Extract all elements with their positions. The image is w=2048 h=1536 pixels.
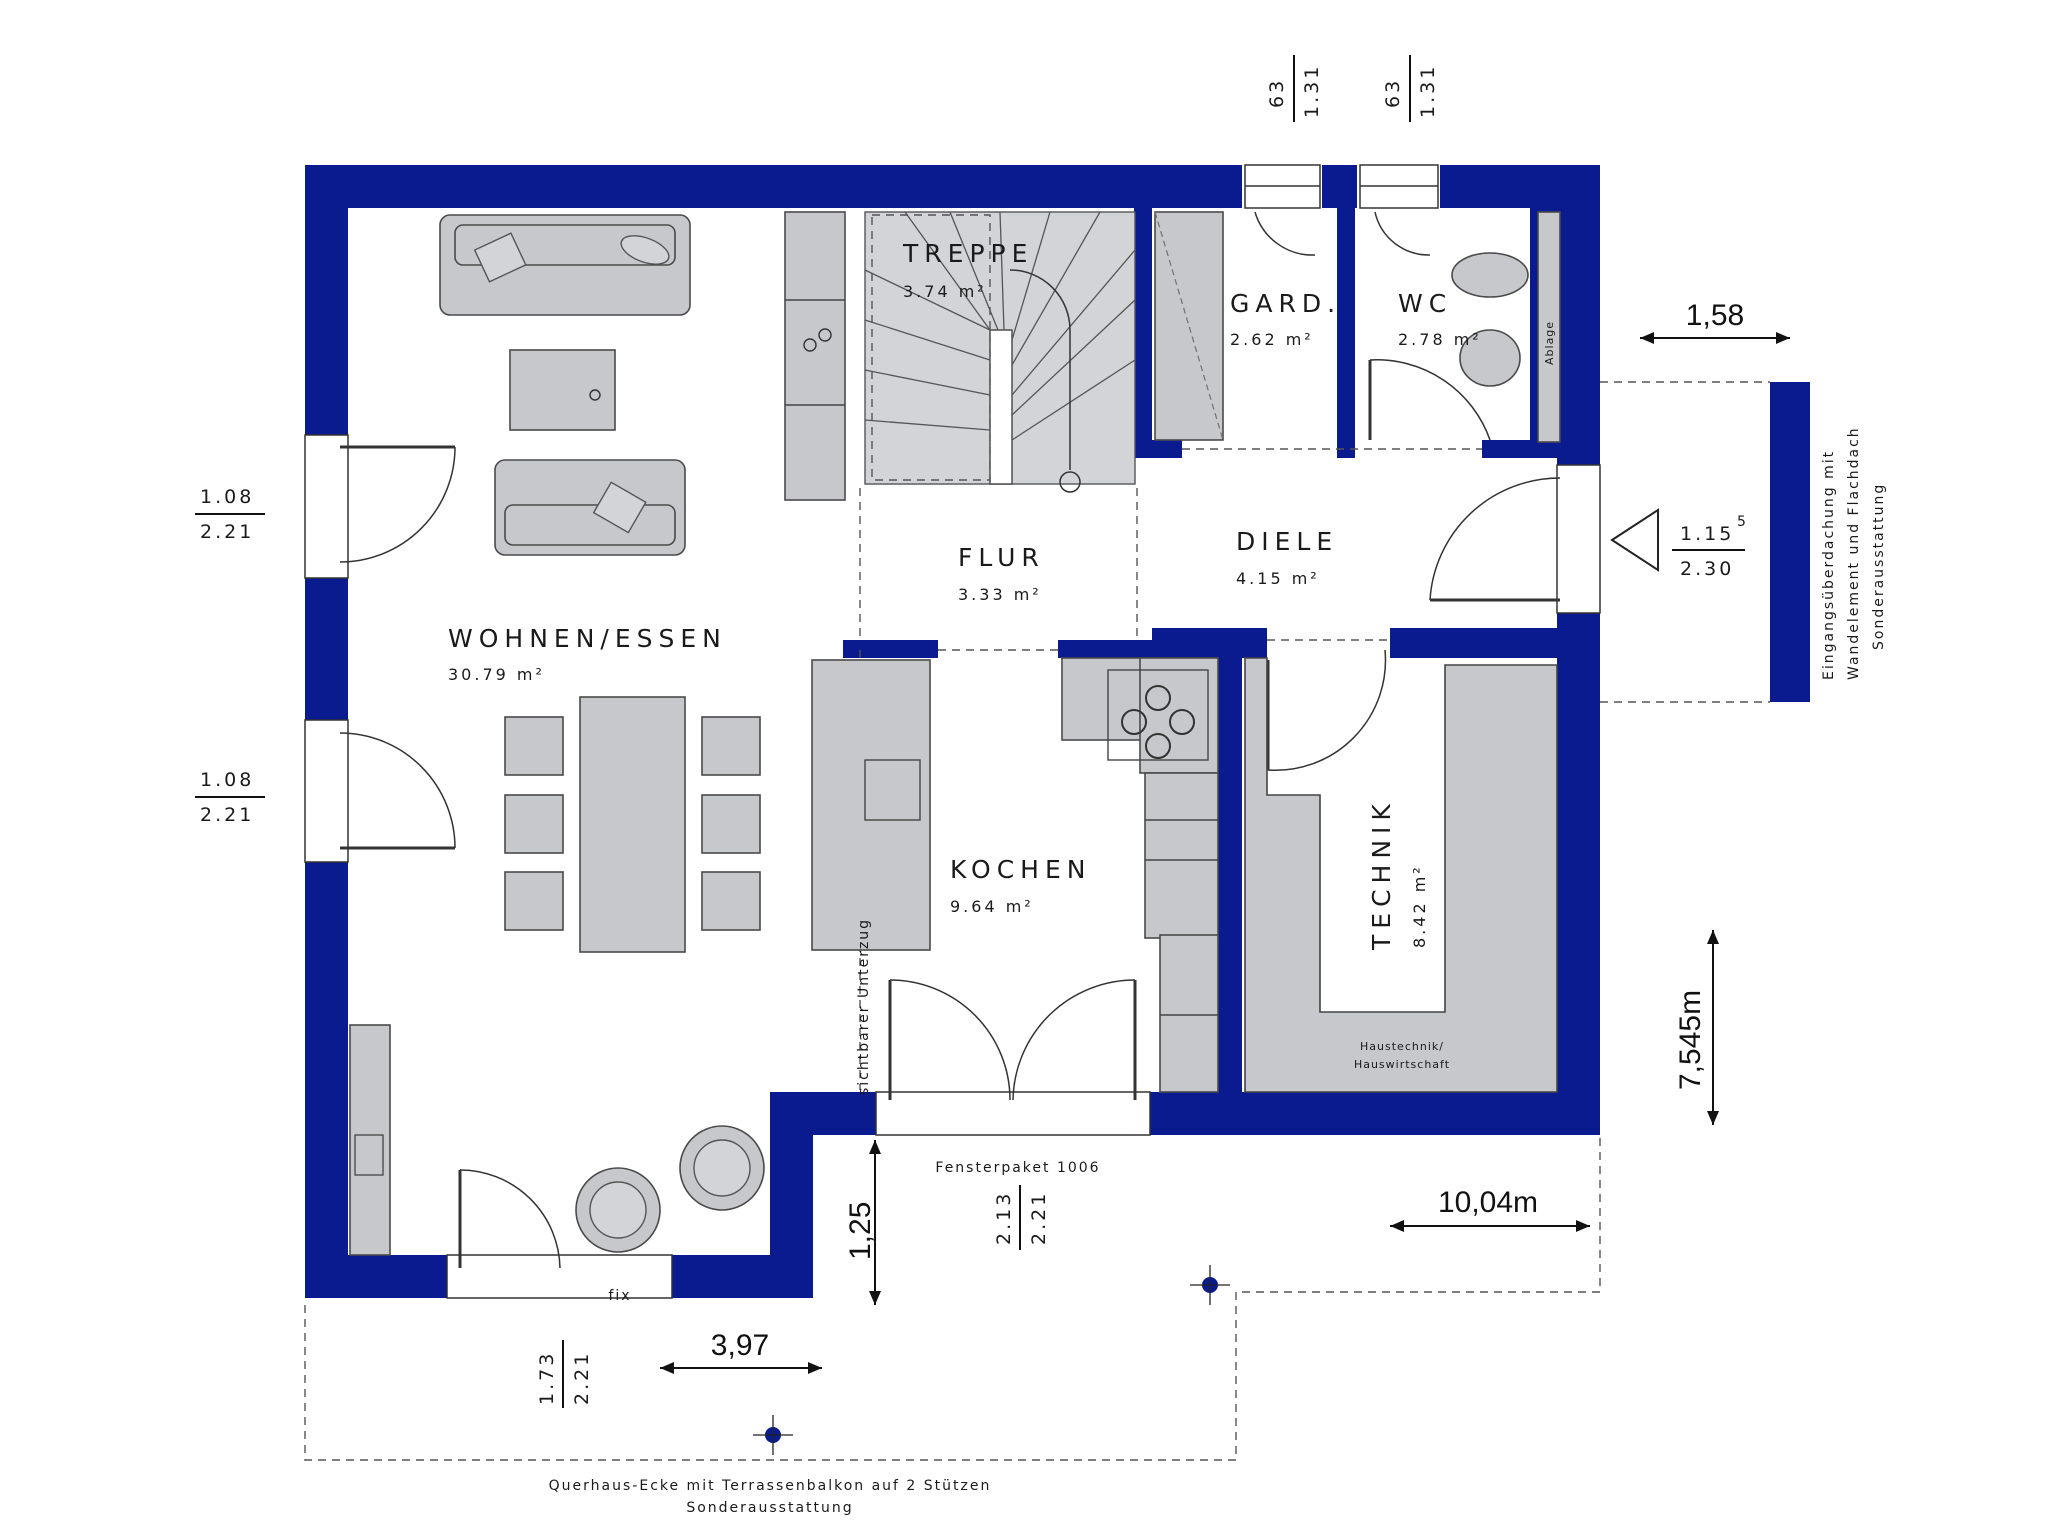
win-top-right-w: 63 [1382, 78, 1404, 108]
dim-width-total: 10,04m [1438, 1186, 1538, 1219]
door-swings [339, 211, 1561, 1269]
kitchen-furniture [811, 657, 1219, 1093]
room-gard-name: GARD. [1230, 289, 1341, 318]
terrace-outline [304, 381, 1770, 1461]
living-furniture [349, 211, 846, 1256]
fensterpaket-label: Fensterpaket 1006 [935, 1160, 1100, 1176]
room-wc-area: 2.78 m² [1398, 330, 1482, 349]
room-diele-area: 4.15 m² [1236, 569, 1320, 588]
canopy-note-1: Eingangsüberdachung mit [1821, 450, 1837, 680]
utility-furniture [1154, 211, 1561, 1093]
win-left-lower-w: 1.08 [200, 769, 254, 791]
room-diele-name: DIELE [1236, 527, 1338, 556]
entry-canopy [1610, 382, 1810, 702]
dim-depth-right: 7,545m [1674, 990, 1707, 1090]
win-left-upper-h: 2.21 [200, 521, 254, 543]
win-front-left-h: 2.21 [571, 1351, 593, 1405]
walls [305, 165, 1600, 1298]
terrace-note-1: Querhaus-Ecke mit Terrassenbalkon auf 2 … [549, 1478, 992, 1494]
room-treppe-area: 3.74 m² [903, 282, 987, 301]
room-wohnen-name: WOHNEN/ESSEN [448, 624, 727, 653]
room-treppe-name: TREPPE [902, 239, 1033, 268]
win-left-upper-w: 1.08 [200, 486, 254, 508]
fix-label: fix [608, 1288, 631, 1304]
win-entry-w-sup: 5 [1737, 514, 1746, 530]
unterzug-label: sichtbarer Unterzug [856, 918, 872, 1095]
room-kochen-area: 9.64 m² [950, 897, 1034, 916]
staircase [864, 211, 1136, 493]
canopy-note-3: Sonderausstattung [1871, 483, 1887, 650]
dim-terrace: 3,97 [711, 1329, 769, 1362]
canopy-note-2: Wandelement und Flachdach [1846, 426, 1862, 680]
room-gard-area: 2.62 m² [1230, 330, 1314, 349]
room-flur-area: 3.33 m² [958, 585, 1042, 604]
haustechnik-label-1: Haustechnik/ [1360, 1040, 1444, 1053]
dim-offset-front: 1,25 [844, 1202, 877, 1260]
room-flur-name: FLUR [958, 543, 1045, 572]
annotations: Ablage Haustechnik/ Hauswirtschaft sicht… [549, 321, 1887, 1516]
room-technik-area: 8.42 m² [1410, 864, 1429, 948]
room-technik-name: TECHNIK [1367, 798, 1396, 951]
terrace-note-2: Sonderausstattung [686, 1500, 853, 1516]
win-top-right-h: 1.31 [1417, 64, 1439, 118]
win-entry-h: 2.30 [1680, 558, 1734, 580]
ablage-label: Ablage [1543, 321, 1556, 365]
room-wohnen-area: 30.79 m² [448, 665, 545, 684]
haustechnik-label-2: Hauswirtschaft [1354, 1058, 1450, 1071]
win-top-left-h: 1.31 [1301, 64, 1323, 118]
room-kochen-name: KOCHEN [950, 855, 1091, 884]
dim-canopy-width: 1,58 [1686, 299, 1744, 332]
room-labels: TREPPE 3.74 m² GARD. 2.62 m² WC 2.78 m² … [448, 239, 1482, 951]
room-wc-name: WC [1398, 289, 1452, 318]
dimension-lines: 1,58 7,545m 10,04m 1,25 3,97 [660, 299, 1790, 1374]
win-front-center-w: 2.13 [993, 1191, 1015, 1245]
win-left-lower-h: 2.21 [200, 804, 254, 826]
window-dimensions: 63 1.31 63 1.31 1.08 2.21 1.08 2.21 1.15… [195, 55, 1746, 1408]
win-top-left-w: 63 [1266, 78, 1288, 108]
win-front-left-w: 1.73 [536, 1351, 558, 1405]
win-front-center-h: 2.21 [1028, 1191, 1050, 1245]
columns [753, 1265, 1230, 1455]
win-entry-w: 1.15 [1680, 523, 1734, 545]
